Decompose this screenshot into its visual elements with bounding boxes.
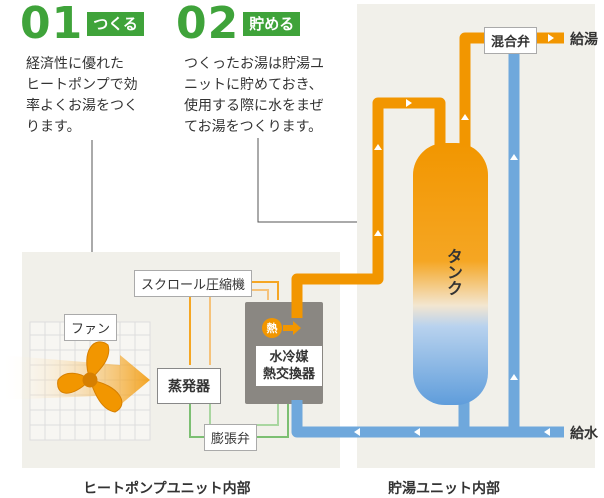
storage-tank (413, 143, 488, 405)
step-02-desc-line: つくったお湯は貯湯ユ (184, 56, 324, 72)
step-01-desc-line: 率よくお湯をつく (26, 98, 138, 114)
heat-pump-unit-label: ヒートポンプユニット内部 (83, 481, 251, 497)
heat-badge-icon (262, 318, 282, 338)
compressor-label: スクロール圧縮機 (134, 270, 253, 297)
step-01-description: 経済性に優れた ヒートポンプで効 率よくお湯をつく ります。 (26, 54, 144, 138)
heat-exchanger-label-line: 熱交換器 (262, 367, 315, 382)
step-02-desc-line: てお湯をつくります。 (184, 119, 323, 135)
tank-label: タンク (444, 248, 463, 296)
step-02-description: つくったお湯は貯湯ユ ニットに貯めておき、 使用する際に水をまぜ てお湯をつくり… (184, 54, 324, 138)
heat-exchanger-label: 水冷媒 熱交換器 (256, 346, 322, 386)
step-01-desc-line: 経済性に優れた (26, 56, 124, 72)
fan-label: ファン (64, 314, 118, 341)
step-01-desc-line: ります。 (26, 119, 81, 135)
step-02: 02 貯める つくったお湯は貯湯ユ ニットに貯めておき、 使用する際に水をまぜ … (176, 2, 324, 138)
hot-water-output-label: 給湯 (570, 32, 598, 48)
heat-transfer-arrow-icon (283, 321, 301, 335)
step-02-tag: 貯める (243, 12, 301, 36)
step-02-desc-line: ニットに貯めておき、 (184, 77, 323, 93)
step-02-number: 02 (176, 0, 240, 49)
cold-water-input-label: 給水 (570, 426, 598, 442)
step-01-tag: つくる (87, 12, 144, 36)
step-01: 01 つくる 経済性に優れた ヒートポンプで効 率よくお湯をつく ります。 (20, 2, 144, 138)
expansion-valve-label: 膨張弁 (204, 424, 258, 451)
leader-line-02 (257, 138, 357, 223)
step-02-desc-line: 使用する際に水をまぜ (184, 98, 324, 114)
mixing-valve-label: 混合弁 (484, 27, 538, 54)
evaporator-label: 蒸発器 (157, 368, 221, 404)
storage-unit-label: 貯湯ユニット内部 (388, 481, 500, 497)
fan-blades-icon (57, 341, 123, 413)
flow-arrows-icon (354, 34, 554, 436)
step-01-number: 01 (20, 0, 84, 49)
step-01-desc-line: ヒートポンプで効 (26, 77, 138, 93)
heat-exchanger-label-line: 水冷媒 (269, 350, 309, 365)
heat-badge-text: 熱 (266, 322, 278, 335)
